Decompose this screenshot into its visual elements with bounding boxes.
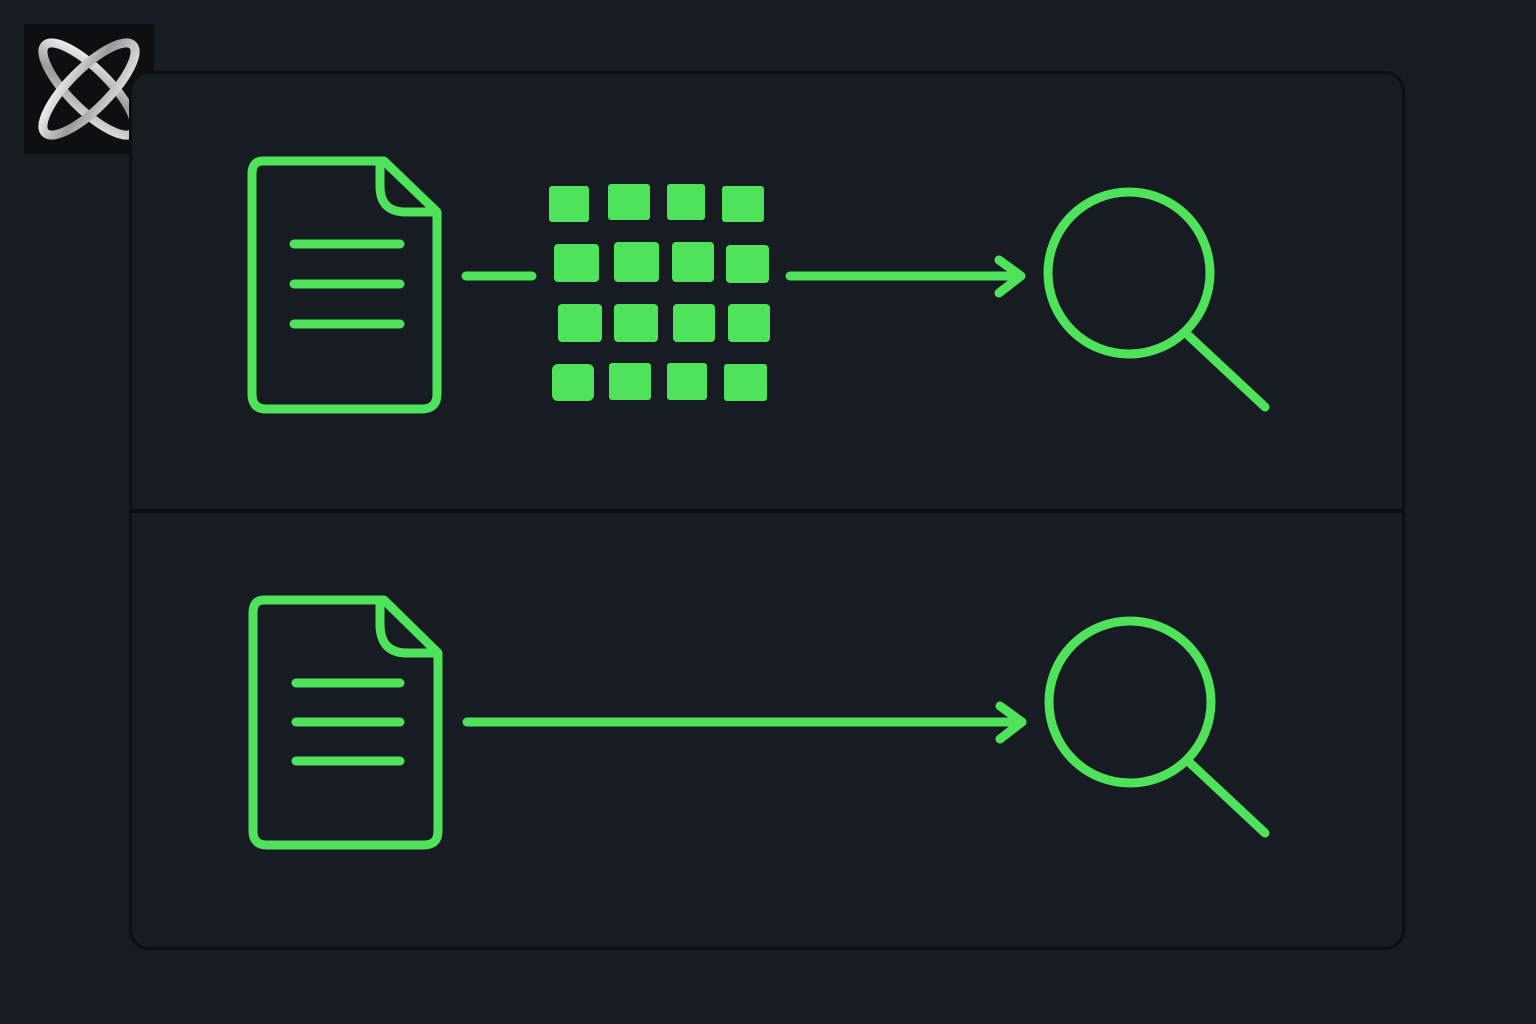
search-icon — [1043, 187, 1270, 412]
diagram-row-direct — [132, 514, 1402, 947]
arrow-right-icon — [785, 255, 1026, 298]
document-icon — [248, 595, 443, 850]
search-icon — [1044, 616, 1270, 838]
chunk-grid-icon — [549, 184, 770, 401]
row-direct-svg — [248, 595, 1270, 850]
diagram-row-chunked — [132, 74, 1402, 510]
row-chunked-svg — [247, 156, 1270, 414]
row-divider — [132, 509, 1402, 513]
document-icon — [247, 156, 442, 414]
diagram-panel — [129, 71, 1405, 950]
arrow-right-icon — [462, 701, 1027, 744]
